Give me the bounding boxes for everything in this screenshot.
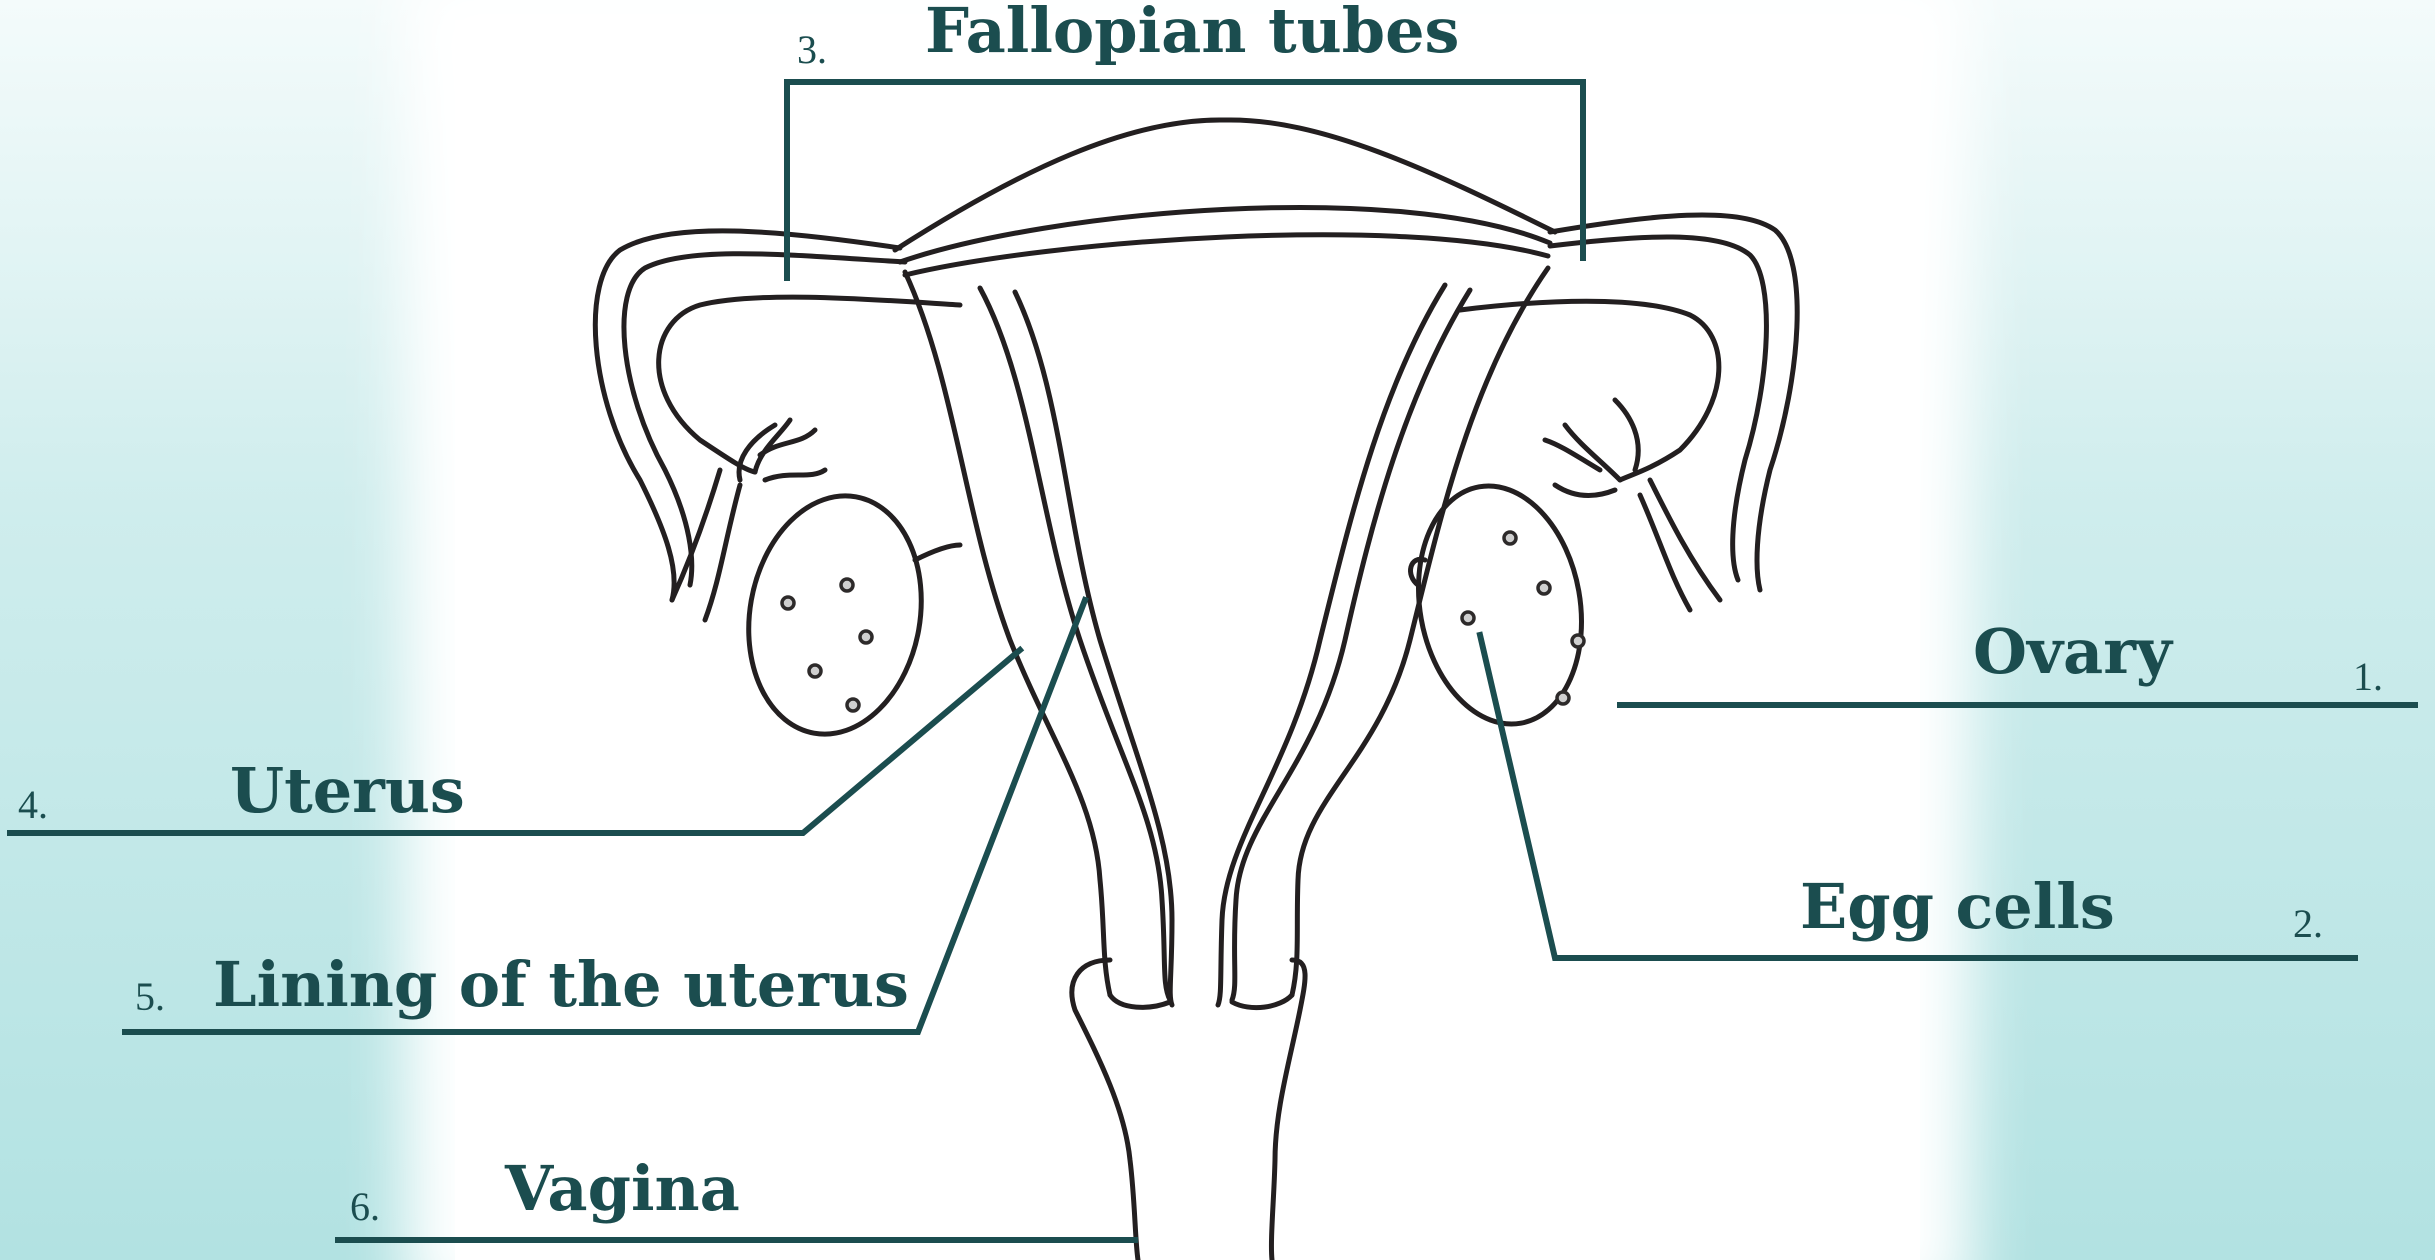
egg-cell [841,579,853,591]
egg-cell [1504,532,1516,544]
label-ovary: Ovary 1. [1973,615,2383,699]
label-vagina: Vagina 6. [350,1152,740,1229]
leader-line-uterus [10,650,1020,833]
svg-text:Vagina: Vagina [504,1152,740,1225]
svg-text:1.: 1. [2353,654,2383,699]
svg-text:5.: 5. [135,974,165,1019]
egg-cell [1462,612,1474,624]
egg-cell [782,597,794,609]
label-lining: Lining of the uterus 5. [135,948,909,1021]
right-fallopian-tube [1460,215,1797,610]
label-fallopian-tubes: Fallopian tubes 3. [797,0,1459,72]
egg-cell [847,699,859,711]
label-uterus: Uterus 4. [18,754,465,827]
uterus-body [895,120,1555,1008]
left-ovary [730,482,960,748]
svg-text:Ovary: Ovary [1973,615,2174,688]
svg-text:Lining of the uterus: Lining of the uterus [213,948,909,1021]
svg-text:Egg cells: Egg cells [1800,870,2115,943]
svg-text:Uterus: Uterus [230,754,465,827]
egg-cell [1572,635,1584,647]
egg-cell [1557,692,1569,704]
egg-cell [1538,582,1550,594]
leader-line-fallopian-tubes [787,82,1583,278]
egg-cell [809,665,821,677]
left-fallopian-tube [595,231,960,620]
label-egg-cells: Egg cells 2. [1800,870,2323,946]
egg-cell [860,631,872,643]
svg-text:2.: 2. [2293,901,2323,946]
right-ovary [1400,473,1599,737]
svg-text:6.: 6. [350,1184,380,1229]
svg-text:3.: 3. [797,27,827,72]
svg-text:4.: 4. [18,782,48,827]
svg-text:Fallopian tubes: Fallopian tubes [925,0,1459,67]
